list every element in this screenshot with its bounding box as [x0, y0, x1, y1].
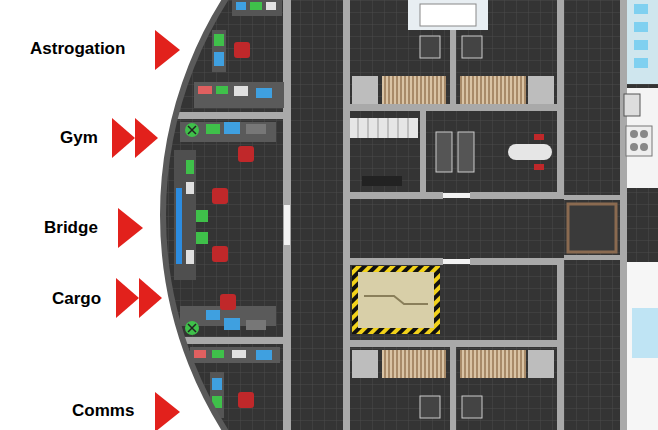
room-label: Gym — [60, 127, 98, 149]
room-label: Bridge — [44, 217, 98, 239]
room-label: Cargo — [52, 288, 101, 310]
room-label: Astrogation — [30, 38, 125, 60]
room-label: Comms — [72, 400, 134, 422]
